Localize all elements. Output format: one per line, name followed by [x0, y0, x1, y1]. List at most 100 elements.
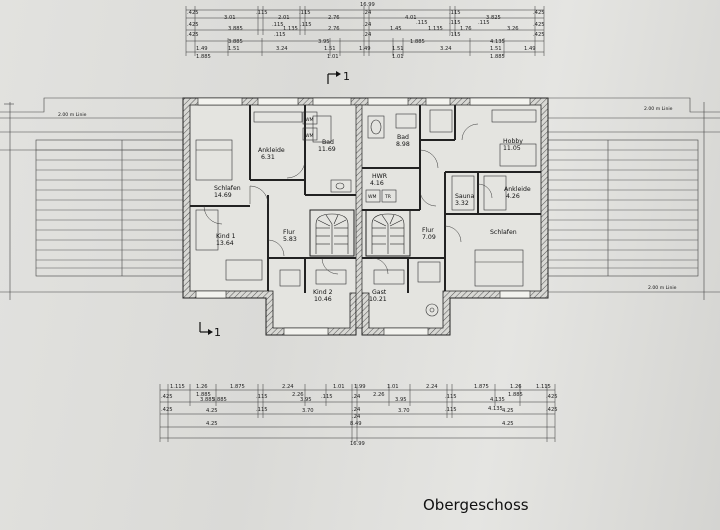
dim-label: 4.25 — [502, 408, 514, 414]
bed-right — [474, 249, 524, 287]
drawing-title: Obergeschoss — [423, 496, 529, 514]
dim-label: .115 — [256, 407, 268, 413]
dim-label: 1.885 — [410, 39, 425, 45]
dim-label: 1.49 — [524, 46, 536, 52]
bottom-dimension-labels: 1.115 1.26 1.875 2.24 1.01 1.99 1.01 2.2… — [161, 384, 558, 447]
bottom-dimension-chains — [159, 384, 556, 442]
room-name: Sauna — [455, 193, 475, 200]
level-line-label: 2.00 m Linie — [648, 285, 677, 291]
room-name: Flur — [422, 227, 434, 234]
dim-label: 3.70 — [302, 408, 314, 414]
door-swings — [203, 123, 493, 275]
room-name: Ankleide — [258, 147, 285, 154]
section-label: 1 — [343, 70, 350, 83]
dim-label: .24 — [363, 10, 372, 16]
dim-label: 2.76 — [328, 15, 340, 21]
dim-label: .24 — [352, 394, 361, 400]
washer-label: WM — [305, 133, 314, 139]
dim-label: 1.26 — [510, 384, 522, 390]
room-area: 14.69 — [214, 192, 232, 199]
room-name: Flur — [283, 229, 295, 236]
bathtub-left — [312, 115, 332, 143]
dim-label: 3.885 — [200, 397, 215, 403]
dim-label: .425 — [546, 394, 558, 400]
room-name: Hobby — [503, 138, 523, 145]
dim-label: 1.885 — [196, 392, 211, 398]
appliance-labels: WM WM WM TR — [305, 117, 392, 200]
dim-label: 1.51 — [392, 46, 404, 52]
dim-label: 3.885 — [212, 397, 227, 403]
dim-label: .24 — [352, 407, 361, 413]
room-area: 8.98 — [396, 141, 410, 148]
dim-label: 1.51 — [324, 46, 336, 52]
room-area: 10.46 — [314, 296, 332, 303]
dim-label: 1.45 — [390, 26, 402, 32]
dim-label: .425 — [533, 22, 545, 28]
dim-label: .115 — [274, 32, 286, 38]
dim-label: 1.115 — [536, 384, 551, 390]
dim-label: 3.885 — [228, 39, 243, 45]
dim-label: 3.825 — [486, 15, 501, 21]
dim-label: .115 — [478, 20, 490, 26]
dim-label: .425 — [187, 22, 199, 28]
dim-label: .115 — [256, 10, 268, 16]
dim-label: 1.01 — [333, 384, 345, 390]
dim-label: 2.76 — [328, 26, 340, 32]
dim-label: .425 — [161, 394, 173, 400]
dim-label: .425 — [187, 32, 199, 38]
dim-label: .115 — [449, 10, 461, 16]
dim-label: .115 — [445, 394, 457, 400]
dim-label: 3.95 — [300, 397, 312, 403]
dim-label: .425 — [161, 407, 173, 413]
dim-label: 1.01 — [392, 54, 404, 60]
room-name: Bad — [397, 134, 409, 141]
room-name: Gast — [372, 289, 387, 296]
dim-label: .24 — [352, 414, 361, 420]
dim-label: .115 — [256, 394, 268, 400]
dim-label: 1.135 — [428, 26, 443, 32]
dim-label: 4.25 — [206, 421, 218, 427]
room-area: 13.64 — [216, 240, 234, 247]
room-name: Bad — [322, 139, 334, 146]
room-area: 3.32 — [455, 200, 469, 207]
dim-label: .425 — [187, 10, 199, 16]
dim-label: 3.885 — [228, 26, 243, 32]
left-roof-area — [0, 97, 184, 300]
room-area: 11.05 — [503, 145, 521, 152]
room-name: Ankleide — [504, 186, 531, 193]
dim-label: .115 — [449, 20, 461, 26]
dim-label: .425 — [533, 10, 545, 16]
dim-label: 4.135 — [490, 397, 505, 403]
dim-label: 1.885 — [196, 54, 211, 60]
level-line-label: 2.00 m Linie — [644, 106, 673, 112]
dim-label: 1.49 — [196, 46, 208, 52]
top-dimension-labels: 16.99 .425 3.01 .115 2.01 .115 2.76 .24 … — [187, 2, 545, 60]
room-area: 10.21 — [369, 296, 387, 303]
dim-label: 1.76 — [460, 26, 472, 32]
dim-label: 4.25 — [206, 408, 218, 414]
bed-left — [195, 139, 233, 181]
room-name: Schlafen — [490, 229, 517, 236]
dim-label: .115 — [416, 20, 428, 26]
room-area: 5.83 — [283, 236, 297, 243]
dim-label: 2.26 — [373, 392, 385, 398]
dim-label: 2.24 — [426, 384, 438, 390]
dim-label: .115 — [300, 22, 312, 28]
room-name: Kind 2 — [313, 289, 333, 296]
dim-label: 1.885 — [508, 392, 523, 398]
plant-symbol — [425, 303, 439, 317]
top-dim-total: 16.99 — [360, 2, 375, 8]
dim-label: 3.95 — [395, 397, 407, 403]
washer-label: WM — [305, 117, 314, 123]
dim-label: .24 — [363, 32, 372, 38]
dim-label: .425 — [533, 32, 545, 38]
dim-label: 3.70 — [398, 408, 410, 414]
dim-label: .425 — [546, 407, 558, 413]
dim-label: .115 — [299, 10, 311, 16]
dim-label: 1.115 — [170, 384, 185, 390]
dim-label: 2.01 — [278, 15, 290, 21]
dim-label: 3.24 — [440, 46, 452, 52]
dim-label: 1.01 — [327, 54, 339, 60]
dim-label: .24 — [363, 22, 372, 28]
